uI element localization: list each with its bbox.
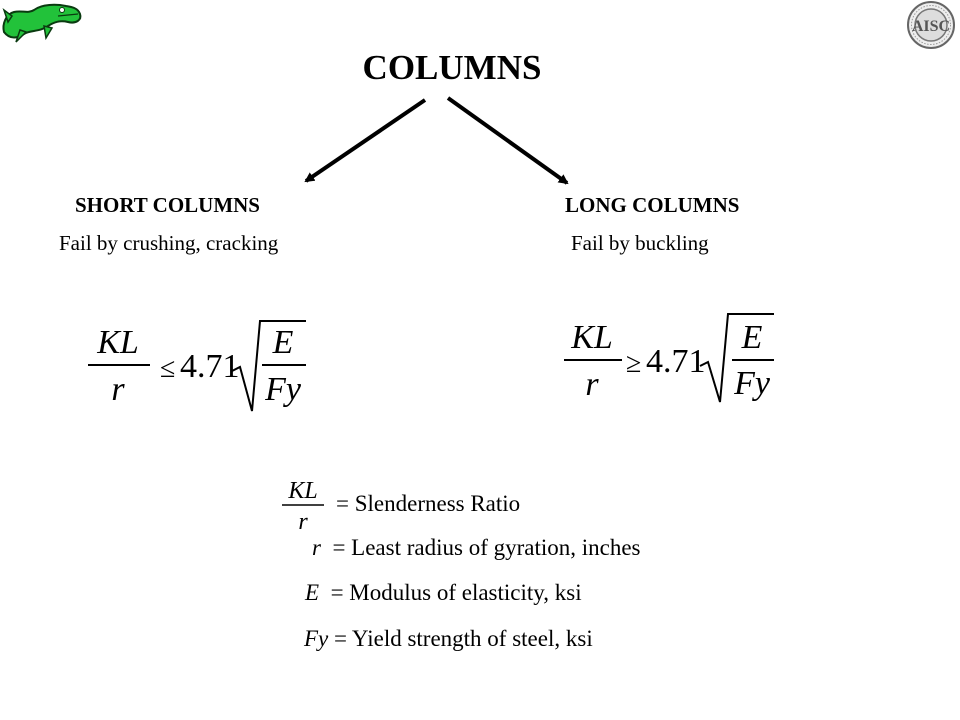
symbol-r: r (312, 535, 321, 560)
formula-den: r (585, 366, 599, 403)
formula-num: KL (96, 324, 139, 361)
aisc-seal: AISC (907, 1, 955, 49)
definition-r-text: = Least radius of gyration, inches (332, 535, 641, 560)
slenderness-ratio-fraction: KL r (282, 478, 324, 534)
symbol-e: E (305, 580, 320, 605)
formula-root-num: E (272, 324, 294, 361)
formula-num: KL (570, 319, 613, 356)
definition-fy-text: = Yield strength of steel, ksi (334, 626, 593, 651)
ratio-den: r (298, 509, 308, 534)
definition-e-text: = Modulus of elasticity, ksi (330, 580, 582, 605)
symbol-fy: Fy (304, 626, 329, 651)
svg-text:AISC: AISC (912, 18, 950, 35)
formula-root-den: Fy (264, 371, 302, 408)
alligator-logo (2, 3, 82, 43)
arrow-to-long (446, 96, 569, 185)
short-columns-caption: Fail by crushing, cracking (59, 231, 279, 255)
long-columns-heading: LONG COLUMNS (565, 193, 740, 217)
slenderness-ratio-definition: = Slenderness Ratio (336, 491, 521, 516)
ratio-num: KL (287, 478, 317, 504)
short-columns-heading: SHORT COLUMNS (75, 193, 260, 217)
short-columns-formula: KL r ≤ 4.71 E Fy (88, 320, 306, 412)
formula-coef: 4.71 (646, 343, 706, 380)
formula-coef: 4.71 (180, 348, 240, 385)
long-columns-caption: Fail by buckling (571, 231, 709, 255)
page-title: COLUMNS (362, 48, 542, 87)
arrow-to-short (304, 98, 427, 183)
definition-fy: Fy = Yield strength of steel, ksi (304, 626, 593, 652)
definition-r: r = Least radius of gyration, inches (312, 535, 641, 561)
formula-root-den: Fy (733, 365, 771, 402)
formula-root-num: E (741, 319, 763, 356)
formula-den: r (111, 371, 125, 408)
formula-op: ≤ (160, 353, 175, 384)
formula-op: ≥ (626, 348, 641, 379)
long-columns-formula: KL r ≥ 4.71 E Fy (564, 313, 774, 403)
definition-e: E = Modulus of elasticity, ksi (305, 580, 582, 606)
